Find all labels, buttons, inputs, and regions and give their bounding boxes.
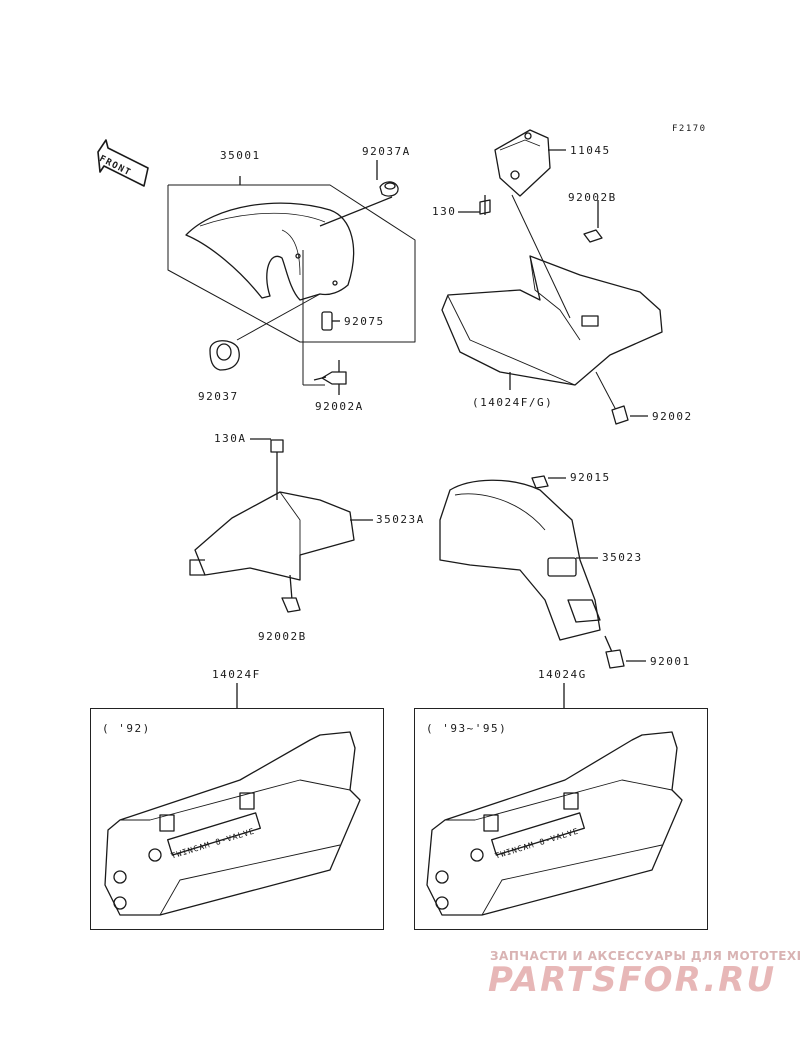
inner-fender-group xyxy=(189,438,373,613)
callout-14024G[interactable]: 14024G xyxy=(538,668,587,681)
callout-130A[interactable]: 130A xyxy=(214,432,247,445)
callout-130[interactable]: 130 xyxy=(432,205,457,218)
variant-left-artwork xyxy=(104,731,361,916)
rear-fender-upper-group xyxy=(441,129,663,425)
variant-left-years: ( '92) xyxy=(102,722,151,735)
callout-92015[interactable]: 92015 xyxy=(570,471,611,484)
variant-right-artwork xyxy=(426,731,683,916)
callout-35001[interactable]: 35001 xyxy=(220,149,261,162)
callout-92037A[interactable]: 92037A xyxy=(362,145,411,158)
callout-92002A[interactable]: 92002A xyxy=(315,400,364,413)
callout-35023[interactable]: 35023 xyxy=(602,551,643,564)
callout-35023A[interactable]: 35023A xyxy=(376,513,425,526)
callout-92075[interactable]: 92075 xyxy=(344,315,385,328)
rear-fender-group xyxy=(439,475,646,669)
callout-92002[interactable]: 92002 xyxy=(652,410,693,423)
front-fender-group xyxy=(167,160,416,395)
callout-92001[interactable]: 92001 xyxy=(650,655,691,668)
callout-11045[interactable]: 11045 xyxy=(570,144,611,157)
variant-box-right xyxy=(414,708,708,930)
watermark-brand: PARTSFOR.RU xyxy=(488,960,777,1000)
watermark-tagline: ЗАПЧАСТИ И АКСЕССУАРЫ ДЛЯ МОТОТЕХНИКИ xyxy=(490,949,800,963)
callout-14024F[interactable]: 14024F xyxy=(212,668,261,681)
front-arrow-icon xyxy=(97,139,149,187)
variant-box-left xyxy=(90,708,384,930)
figure-code: F2170 xyxy=(672,124,707,134)
callout-92037[interactable]: 92037 xyxy=(198,390,239,403)
callout-92002B-top[interactable]: 92002B xyxy=(568,191,617,204)
callout-14024FG[interactable]: (14024F/G) xyxy=(472,396,554,409)
variant-right-years: ( '93~'95) xyxy=(426,722,508,735)
callout-92002B-bottom[interactable]: 92002B xyxy=(258,630,307,643)
